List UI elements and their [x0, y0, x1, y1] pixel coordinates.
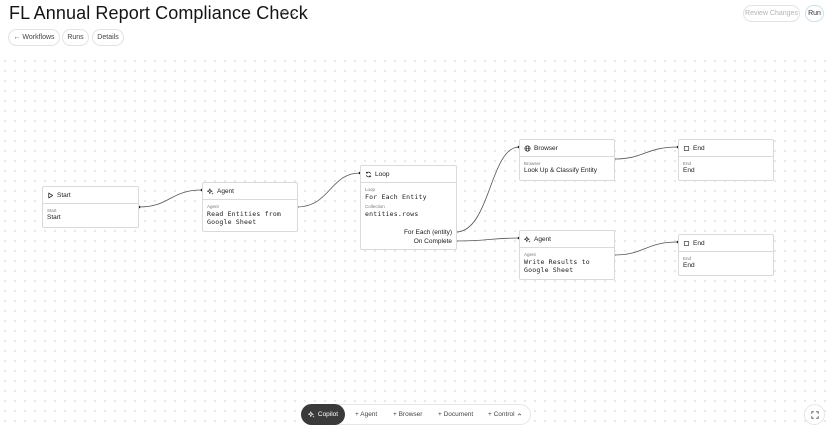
collection-value: entities.rows	[365, 210, 419, 218]
node-browser[interactable]: Browser Browser Look Up & Classify Entit…	[519, 139, 615, 181]
sparkle-icon	[524, 235, 531, 243]
node-title: Loop	[375, 170, 390, 178]
node-title: Browser	[534, 144, 558, 152]
node-start[interactable]: Start Start Start	[42, 186, 139, 228]
add-document-button[interactable]: + Document	[438, 411, 474, 418]
details-button[interactable]: Details	[92, 29, 124, 46]
node-field-label: Agent	[524, 252, 536, 257]
node-end-top[interactable]: End End End	[678, 139, 774, 181]
chevron-up-icon	[517, 413, 521, 416]
back-to-workflows-button[interactable]: ← Workflows	[8, 29, 60, 46]
node-header: End	[679, 140, 773, 157]
chevron-down-icon	[291, 12, 296, 15]
page-title: FL Annual Report Compliance Check	[9, 3, 308, 23]
play-icon	[48, 192, 53, 198]
node-field-label: Loop	[365, 187, 376, 192]
version-label: v2	[281, 10, 289, 17]
node-field-label: End	[683, 256, 692, 261]
header-bar	[0, 0, 828, 56]
run-button[interactable]: Run	[805, 5, 824, 22]
stop-icon	[683, 240, 690, 246]
node-field-label: Start	[47, 208, 57, 213]
sparkle-icon	[307, 411, 315, 418]
node-field-value: End	[683, 262, 695, 269]
fit-view-button[interactable]	[804, 404, 825, 425]
node-header: Loop	[361, 166, 456, 183]
output-on-complete-label: On Complete	[413, 238, 452, 245]
node-field-value: Write Results to Google Sheet	[524, 258, 590, 274]
node-title: Agent	[534, 235, 551, 243]
node-field-value: Read Entities from Google Sheet	[207, 210, 282, 226]
node-header: Agent	[203, 183, 297, 200]
sparkle-icon	[207, 187, 214, 195]
node-loop[interactable]: Loop Loop For Each Entity Collection ent…	[360, 165, 457, 250]
node-field-value: Look Up & Classify Entity	[524, 167, 597, 174]
runs-button[interactable]: Runs	[62, 29, 89, 46]
add-control-label: + Control	[488, 411, 515, 418]
expand-icon	[810, 410, 819, 419]
node-title: End	[693, 239, 705, 247]
review-changes-button[interactable]: Review Changes	[743, 5, 800, 22]
node-title: Start	[57, 191, 71, 199]
output-for-each-label: For Each (entity)	[403, 229, 452, 236]
node-header: Start	[43, 187, 138, 204]
add-agent-button[interactable]: + Agent	[355, 411, 378, 418]
node-title: Agent	[217, 187, 234, 195]
node-agent-read[interactable]: Agent Agent Read Entities from Google Sh…	[202, 182, 298, 232]
copilot-label: Copilot	[317, 411, 339, 418]
node-header: Agent	[520, 231, 614, 248]
node-field-label: Agent	[207, 204, 219, 209]
version-selector[interactable]: v2	[281, 10, 296, 17]
stop-icon	[683, 145, 690, 151]
node-field-label: End	[683, 161, 692, 166]
copilot-button[interactable]: Copilot	[301, 404, 345, 425]
globe-icon	[524, 145, 531, 151]
node-field-value: For Each Entity	[365, 193, 427, 201]
node-end-bottom[interactable]: End End End	[678, 234, 774, 276]
node-agent-write[interactable]: Agent Agent Write Results to Google Shee…	[519, 230, 615, 280]
node-title: End	[693, 144, 705, 152]
node-field-label: Browser	[524, 161, 541, 166]
node-header: Browser	[520, 140, 614, 157]
collection-label: Collection	[365, 204, 385, 209]
node-header: End	[679, 235, 773, 252]
node-field-value: End	[683, 167, 695, 174]
loop-icon	[365, 171, 372, 177]
add-browser-button[interactable]: + Browser	[393, 411, 423, 418]
node-field-value: Start	[47, 214, 61, 221]
add-control-button[interactable]: + Control	[488, 404, 522, 425]
